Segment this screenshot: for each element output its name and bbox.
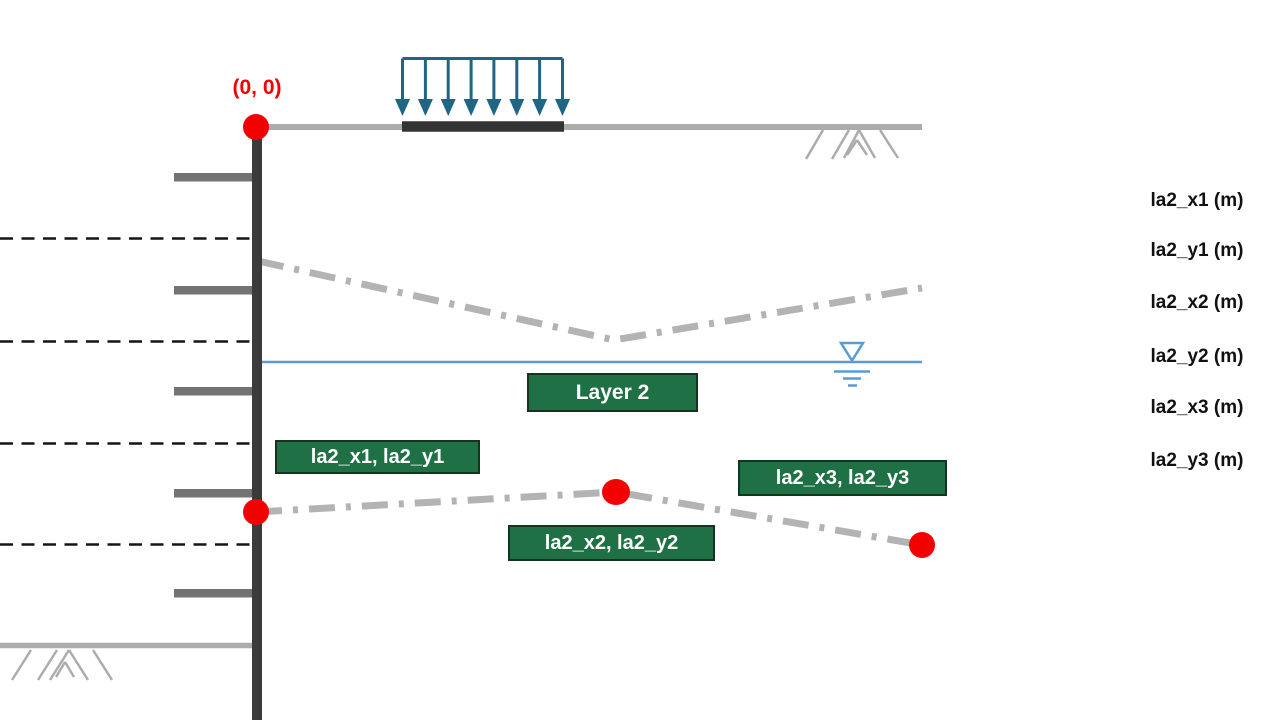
point2-dot [602,479,630,505]
water-table-icon [834,341,870,387]
distributed-load-arrows-icon [395,57,570,116]
point3-dot [909,532,935,558]
layer-boundary-upper [257,257,923,344]
point3-coords-label: la2_x3, la2_y3 [738,460,947,496]
ground-hatch-left-icon [10,649,114,681]
layer2-label: Layer 2 [527,373,698,412]
origin-coordinate-label: (0, 0) [232,76,282,99]
point1-dot [243,499,269,525]
wall-struts [174,173,252,598]
ground-hatch-right-icon [804,129,900,160]
point1-coords-label: la2_x1, la2_y1 [275,440,480,474]
parameter-la2-y2: la2_y2 (m) [1150,346,1244,367]
parameter-la2-y3: la2_y3 (m) [1150,450,1244,471]
point2-coords-label: la2_x2, la2_y2 [508,525,715,561]
origin-point-dot [243,114,269,140]
parameter-la2-y1: la2_y1 (m) [1150,240,1244,261]
parameter-la2-x3: la2_x3 (m) [1150,397,1244,418]
parameter-la2-x2: la2_x2 (m) [1150,292,1244,313]
retaining-wall [252,124,262,720]
coordinate-points [243,114,935,558]
layer-boundary-lower [255,488,923,549]
parameter-la2-x1: la2_x1 (m) [1150,190,1244,211]
